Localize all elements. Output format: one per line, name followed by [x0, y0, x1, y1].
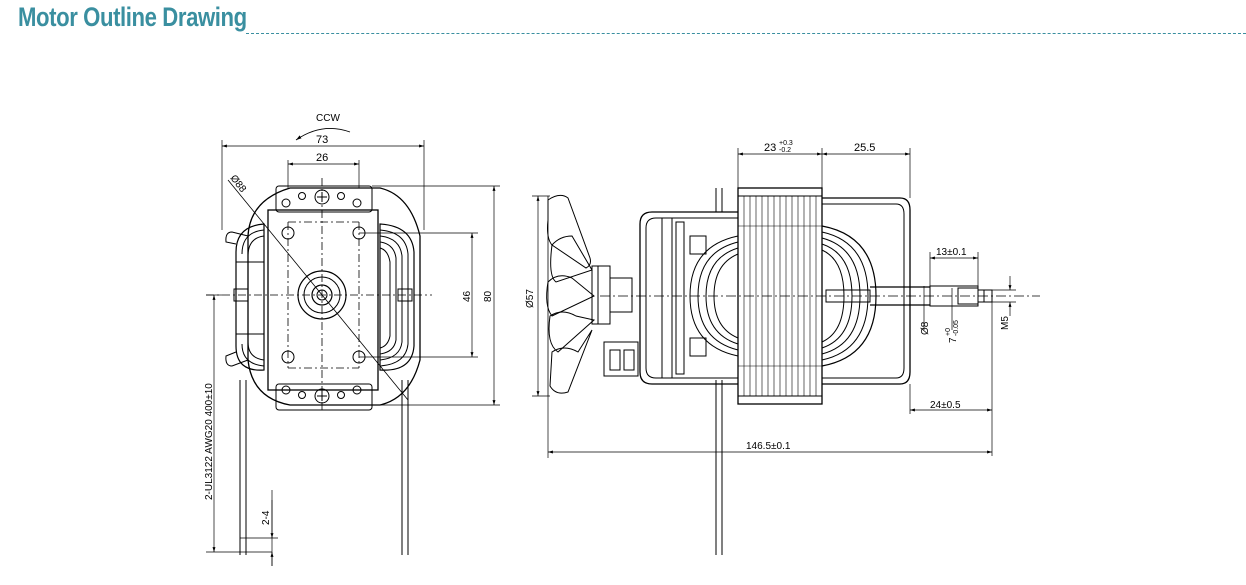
dim-diameter-88: Ø88 — [228, 173, 249, 195]
front-ear-bottom-left — [225, 351, 249, 367]
fan-hub — [591, 265, 611, 325]
dim-overall-length: 146.5±0.1 — [746, 441, 791, 452]
dim-stack-23: 23 — [764, 142, 776, 154]
coil-left — [235, 223, 265, 371]
rotation-label: CCW — [316, 113, 340, 124]
bottom-bridge — [275, 383, 373, 411]
dim-bracket-25-5: 25.5 — [854, 142, 875, 154]
dim-shaft-length: 24±0.5 — [930, 400, 961, 411]
section-header: Motor Outline Drawing — [18, 2, 1246, 42]
dim-strip-2-4: 2-4 — [261, 510, 272, 525]
dim-shaft-tip-tol-minus: -0.05 — [953, 320, 960, 336]
front-housing-outline — [247, 187, 421, 406]
dim-height-80: 80 — [483, 290, 494, 302]
coil-right — [379, 223, 415, 371]
bracket-right — [822, 197, 911, 385]
dim-shaft-tip: 7 — [948, 337, 959, 343]
front-ear-top-left — [225, 231, 249, 245]
dim-fan-diameter: Ø57 — [525, 289, 536, 308]
dim-stack-tol-minus: -0.2 — [779, 147, 791, 154]
lead-wire-spec: 2-UL3122 AWG20 400±10 — [204, 383, 215, 500]
side-view — [532, 148, 1040, 555]
page-title: Motor Outline Drawing — [18, 2, 247, 32]
lead-wires — [239, 380, 409, 555]
top-bridge — [275, 185, 373, 213]
dim-shaft-flat: 13±0.1 — [936, 247, 967, 258]
front-view — [206, 128, 500, 566]
bracket-left — [639, 211, 738, 385]
dim-inner-width-26: 26 — [316, 152, 328, 164]
dim-stack-tol-plus: +0.3 — [779, 140, 793, 147]
dim-height-46: 46 — [462, 290, 473, 302]
fan-blade — [546, 194, 596, 396]
dim-width-73: 73 — [316, 134, 328, 146]
dim-shaft-tip-tol-plus: +0 — [945, 328, 952, 336]
ccw-arrow — [295, 128, 351, 141]
dim-shaft-diameter: Ø8 — [920, 321, 931, 335]
dim-thread-m5: M5 — [1000, 316, 1011, 330]
terminal-block — [603, 341, 639, 377]
front-lamination-plate — [267, 209, 379, 391]
title-dashed-rule — [246, 33, 1246, 34]
